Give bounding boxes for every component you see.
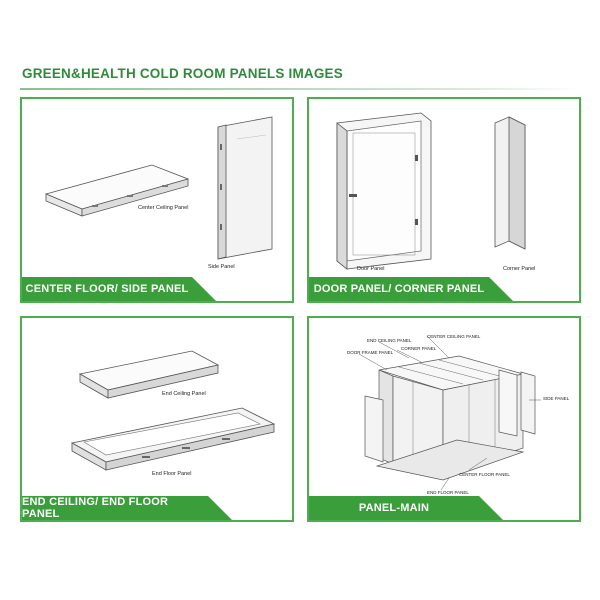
door-and-corner-panel-illustration [336,112,526,270]
panel-end-ceiling-floor: End Ceiling Panel End Floor Panel END CE… [20,316,294,522]
panel-center-floor-side: Center Ceiling Panel Side Panel CENTER F… [20,97,294,303]
center-ceiling-panel-caption: CENTER CEILING PANEL [427,334,481,339]
end-floor-panel-caption: END FLOOR PANEL [427,490,469,495]
corner-panel-caption: Corner Panel [503,266,536,272]
door-frame-panel-caption: DOOR FRAME PANEL [347,350,394,355]
panel-main: END CEILING PANEL CENTER CEILING PANEL D… [307,316,581,522]
end-ceiling-and-end-floor-illustration [70,350,276,471]
panel-label: CENTER FLOOR/ SIDE PANEL [22,277,216,301]
panel-label: PANEL-MAIN [309,496,503,520]
panel-door-corner: Door Panel Corner Panel DOOR PANEL/ CORN… [307,97,581,303]
corner-panel-caption: CORNER PANEL [401,346,437,351]
panel-label: DOOR PANEL/ CORNER PANEL [309,277,513,301]
page-title: GREEN&HEALTH COLD ROOM PANELS IMAGES [22,66,343,81]
panel-label: END CEILING/ END FLOOR PANEL [22,496,232,520]
end-ceiling-panel-caption: End Ceiling Panel [162,391,206,397]
title-divider [20,88,580,90]
side-panel-caption: SIDE PANEL [543,396,570,401]
assembled-cold-room-illustration [358,335,541,491]
end-ceiling-panel-caption: END CEILING PANEL [367,338,412,343]
end-floor-panel-caption: End Floor Panel [152,471,192,477]
side-panel-caption: Side Panel [208,264,235,270]
center-ceiling-panel-caption: Center Ceiling Panel [138,205,189,211]
center-and-side-panel-illustration [44,116,273,260]
center-floor-panel-caption: CENTER FLOOR PANEL [459,472,510,477]
door-panel-caption: Door Panel [357,266,385,272]
